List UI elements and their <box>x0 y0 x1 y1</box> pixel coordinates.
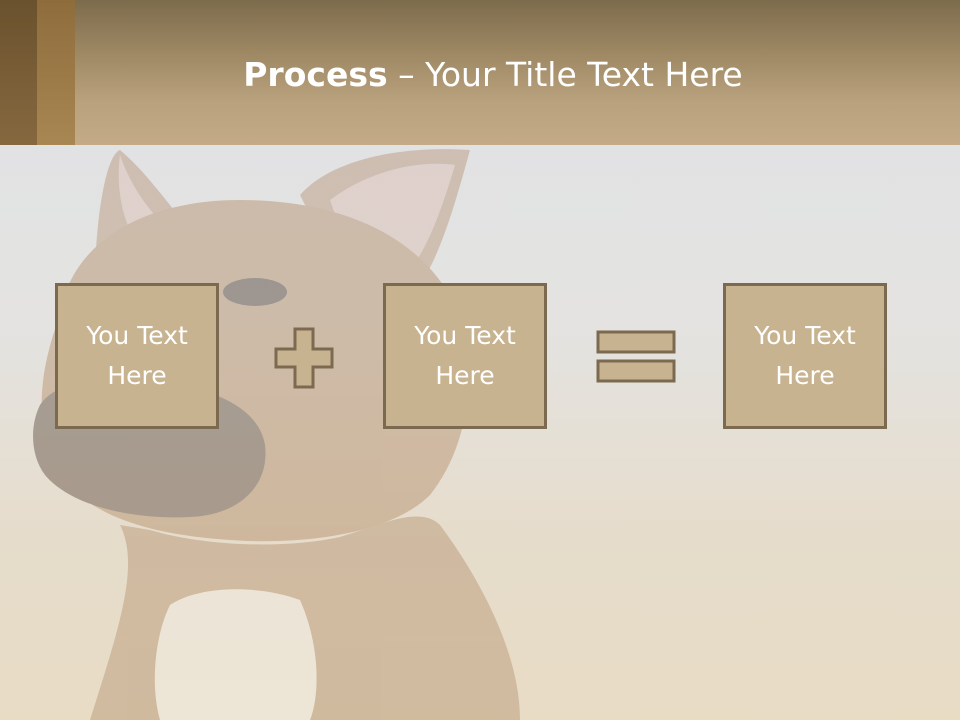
dog-background-image <box>33 149 520 720</box>
title-bold: Process <box>243 55 388 94</box>
plus-icon <box>274 327 334 389</box>
process-box-2[interactable]: You Text Here <box>383 283 547 429</box>
title-rest: – Your Title Text Here <box>387 55 743 94</box>
process-box-1-label: You Text Here <box>86 321 188 390</box>
accent-stripe-dark <box>0 0 37 145</box>
process-box-1[interactable]: You Text Here <box>55 283 219 429</box>
process-box-2-label: You Text Here <box>414 321 516 390</box>
process-box-3-label: You Text Here <box>754 321 856 390</box>
title-bar: Process – Your Title Text Here <box>0 0 960 145</box>
accent-stripe-light <box>37 0 75 145</box>
slide-title: Process – Your Title Text Here <box>0 50 960 100</box>
process-box-3[interactable]: You Text Here <box>723 283 887 429</box>
equals-icon <box>596 330 676 383</box>
